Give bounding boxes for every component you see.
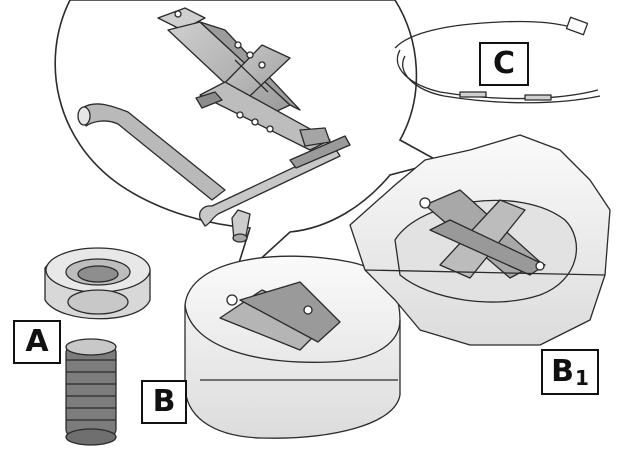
foam-tool-tray bbox=[185, 256, 400, 438]
locking-wheel-nut bbox=[45, 248, 150, 319]
label-a: A bbox=[13, 320, 61, 364]
label-c: C bbox=[479, 42, 529, 86]
label-b: B bbox=[141, 380, 187, 424]
label-b1-sub: 1 bbox=[575, 368, 589, 388]
wheel-bolt-adapter bbox=[66, 339, 116, 445]
label-b1-main: B bbox=[551, 357, 574, 387]
